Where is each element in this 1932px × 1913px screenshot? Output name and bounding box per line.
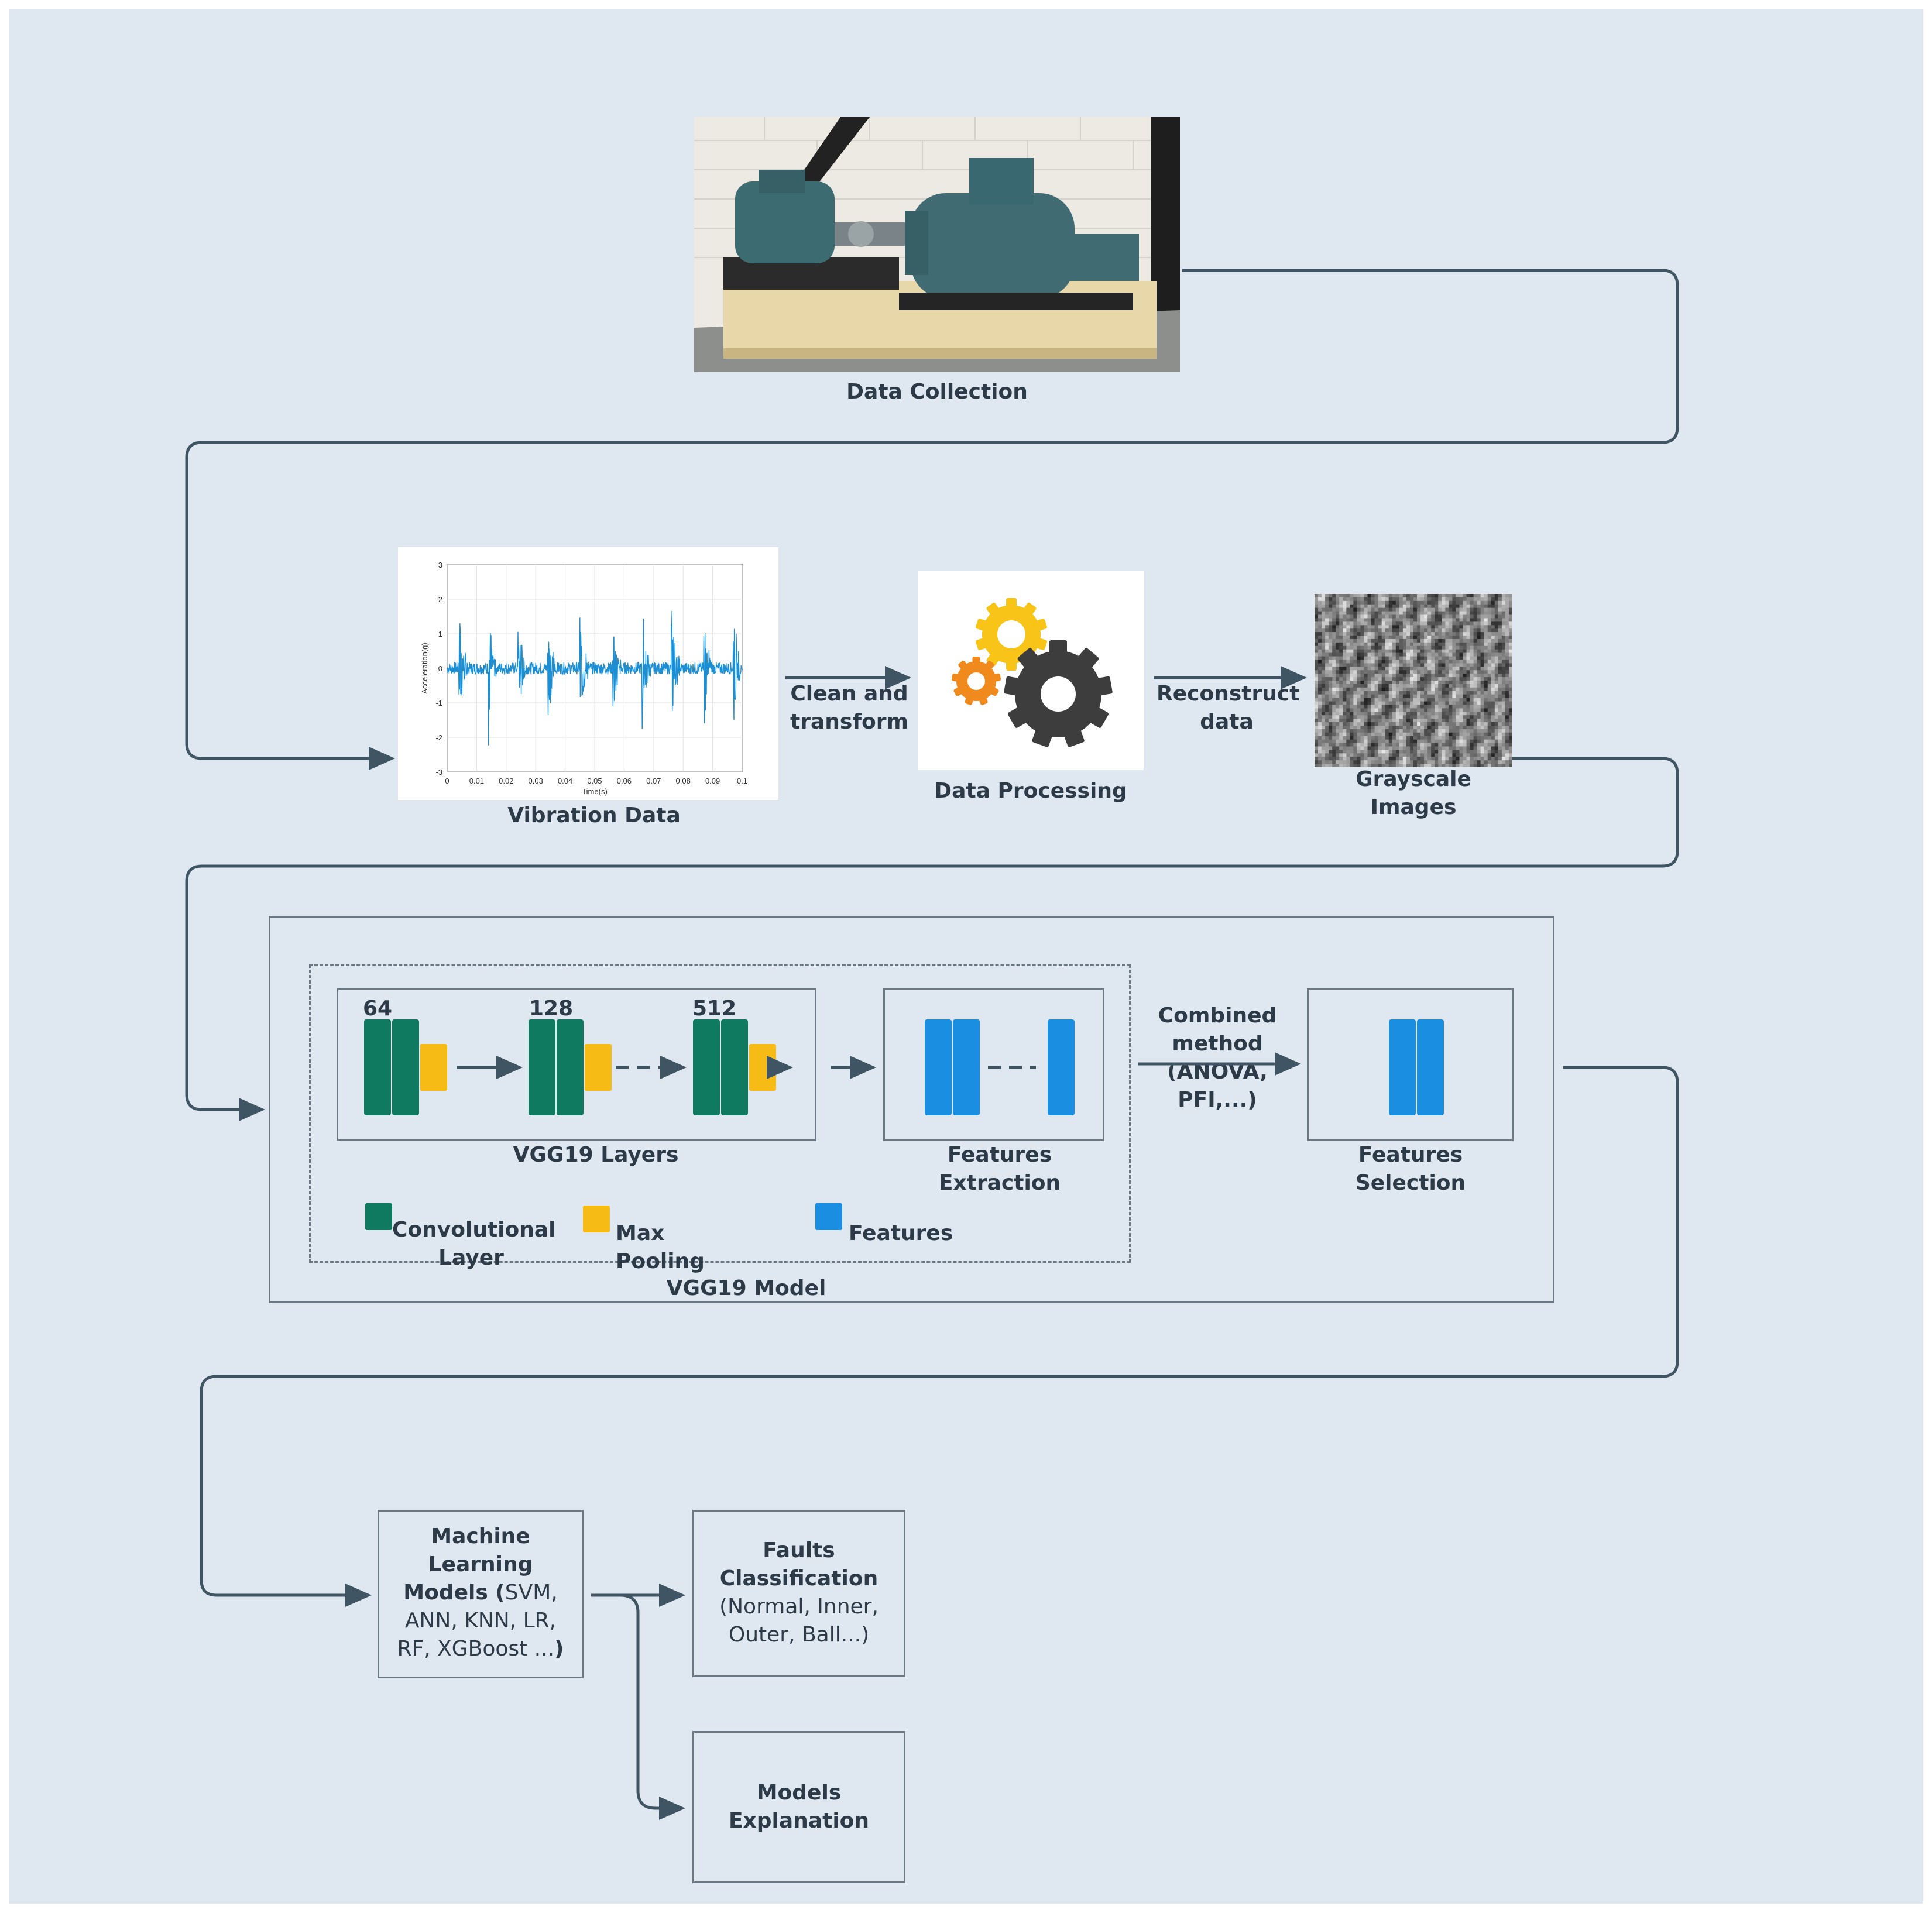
- faults-list-2: Outer, Ball...): [728, 1623, 870, 1647]
- faults-list-1: (Normal, Inner,: [719, 1595, 879, 1619]
- svg-text:2: 2: [438, 595, 442, 604]
- feature-bar-1: [925, 1019, 952, 1115]
- test-rig-photo: [694, 117, 1180, 372]
- svg-text:1: 1: [438, 630, 442, 638]
- ml-models-box: [378, 1510, 584, 1678]
- data-processing-label: Data Processing: [934, 779, 1127, 803]
- legend-pool-swatch: [583, 1206, 610, 1232]
- features-extraction-box: [883, 988, 1104, 1141]
- connector-grayscale-to-vgg: [185, 757, 1679, 1121]
- models-list-1: SVM,: [505, 1581, 558, 1605]
- pool-block-2: [585, 1044, 612, 1091]
- reconstruct-data-label: Reconstruct data: [1157, 682, 1300, 734]
- pool-block-1: [420, 1044, 447, 1091]
- connector-collection-to-vibration: [185, 269, 1679, 770]
- conv-block-1b: [392, 1019, 419, 1115]
- conv-block-2b: [557, 1019, 584, 1115]
- ml-models-label: Machine Learning Models (SVM, ANN, KNN, …: [379, 1523, 582, 1663]
- conv-block-2a: [529, 1019, 555, 1115]
- legend-features-swatch: [815, 1203, 842, 1230]
- arrow-ml-to-explanation: [620, 1593, 685, 1820]
- clean-transform-label: Clean and transform: [790, 682, 908, 734]
- models-word: Models (: [403, 1581, 505, 1605]
- svg-text:Acceleration(g): Acceleration(g): [420, 643, 429, 693]
- legend-features-label: Features: [849, 1221, 953, 1245]
- connector-vgg-to-ml: [200, 1066, 1679, 1607]
- models-explanation-box: [692, 1731, 905, 1883]
- yellow-gear-icon: [976, 598, 1047, 671]
- feature-bar-2: [953, 1019, 980, 1115]
- vgg19-model-label: VGG19 Model: [666, 1276, 826, 1300]
- vibration-data-label: Vibration Data: [507, 803, 681, 827]
- data-collection-label: Data Collection: [846, 380, 1028, 404]
- gears-image: [918, 571, 1144, 770]
- models-list-3: RF, XGBoost ...: [397, 1637, 555, 1661]
- svg-text:-1: -1: [435, 699, 442, 707]
- filter-64-label: 64: [363, 997, 393, 1021]
- features-selection-box: [1307, 988, 1514, 1141]
- conv-block-3b: [721, 1019, 748, 1115]
- svg-text:0.1: 0.1: [737, 777, 747, 785]
- faults-classification-box: [692, 1510, 905, 1677]
- svg-text:0: 0: [438, 664, 442, 673]
- legend-conv-swatch: [365, 1203, 392, 1230]
- feature-bar-3: [1048, 1019, 1075, 1115]
- faults-classification-label: Faults Classification (Normal, Inner, Ou…: [694, 1537, 904, 1649]
- dark-gear-icon: [1004, 640, 1113, 747]
- filter-128-label: 128: [529, 997, 574, 1021]
- grayscale-images-label: Grayscale Images: [1356, 767, 1471, 819]
- selected-feature-bar-1: [1389, 1019, 1416, 1115]
- legend-conv-label: Convolutional Layer: [392, 1218, 556, 1270]
- svg-text:3: 3: [438, 561, 442, 569]
- grayscale-image: [1315, 594, 1512, 767]
- svg-text:0: 0: [445, 777, 449, 785]
- svg-text:Time(s): Time(s): [582, 787, 608, 796]
- vgg19-layers-box: [337, 988, 816, 1141]
- svg-text:0.08: 0.08: [676, 777, 691, 785]
- conv-block-1a: [364, 1019, 391, 1115]
- models-list-2: ANN, KNN, LR,: [404, 1609, 557, 1633]
- selected-feature-bar-2: [1417, 1019, 1444, 1115]
- svg-text:0.05: 0.05: [587, 777, 602, 785]
- conv-block-3a: [693, 1019, 720, 1115]
- filter-512-label: 512: [692, 997, 737, 1021]
- svg-text:0.03: 0.03: [529, 777, 543, 785]
- svg-text:0.02: 0.02: [499, 777, 513, 785]
- svg-text:0.09: 0.09: [705, 777, 720, 785]
- vgg19-layers-label: VGG19 Layers: [513, 1143, 679, 1167]
- svg-text:-3: -3: [435, 768, 442, 777]
- svg-text:0.04: 0.04: [558, 777, 572, 785]
- models-explanation-label: Models Explanation: [728, 1781, 870, 1833]
- models-close: ): [554, 1637, 564, 1661]
- orange-gear-icon: [951, 657, 1001, 705]
- svg-text:0.06: 0.06: [617, 777, 632, 785]
- vgg19-dashed-region: [309, 964, 1131, 1263]
- svg-text:0.07: 0.07: [646, 777, 661, 785]
- vgg19-model-box: [269, 916, 1554, 1303]
- svg-text:-2: -2: [435, 733, 442, 742]
- svg-text:0.01: 0.01: [469, 777, 484, 785]
- features-selection-label: Features Selection: [1355, 1143, 1466, 1195]
- features-extraction-label: Features Extraction: [938, 1143, 1061, 1195]
- legend-pool-label: Max Pooling: [616, 1221, 705, 1273]
